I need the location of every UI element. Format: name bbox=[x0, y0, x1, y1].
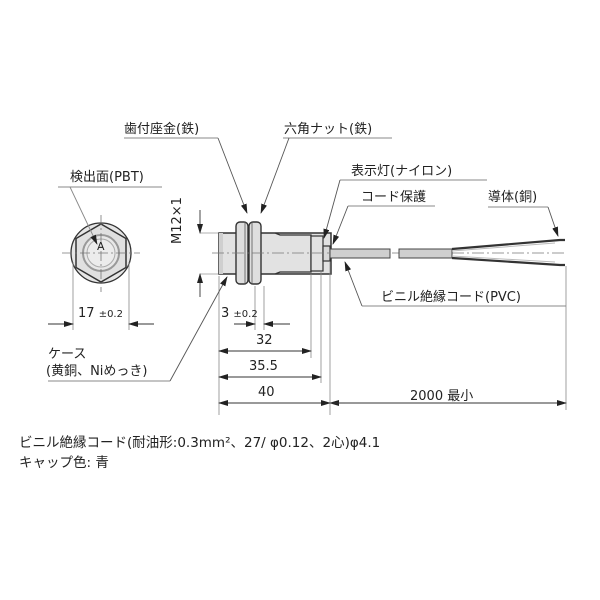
label-case: ケース bbox=[48, 347, 87, 362]
label-pvc-cord: ビニル絶縁コード(PVC) bbox=[381, 290, 521, 305]
front-view bbox=[48, 186, 162, 330]
leaders bbox=[48, 137, 566, 382]
side-view bbox=[197, 210, 567, 415]
label-hex-nut: 六角ナット(鉄) bbox=[284, 122, 373, 137]
label-marker-a: A bbox=[97, 240, 105, 253]
note-cord-spec: ビニル絶縁コード(耐油形:0.3mm²、27/ φ0.12、2心)φ4.1 bbox=[19, 435, 381, 451]
dim-nut-thickness: 3 ±0.2 bbox=[221, 306, 258, 321]
label-toothed-washer: 歯付座金(鉄) bbox=[124, 122, 200, 137]
dim-hex-width: 17 ±0.2 bbox=[78, 306, 123, 321]
dim-32: 32 bbox=[256, 333, 273, 348]
label-case-material: (黄銅、Niめっき) bbox=[46, 364, 148, 379]
label-conductor: 導体(銅) bbox=[488, 190, 538, 205]
note-cap-color: キャップ色: 青 bbox=[19, 455, 109, 471]
label-sensing-face: 検出面(PBT) bbox=[70, 170, 144, 185]
dim-40: 40 bbox=[258, 385, 275, 400]
label-indicator-lamp: 表示灯(ナイロン) bbox=[351, 164, 453, 179]
dim-cord-length: 2000 最小 bbox=[410, 389, 474, 404]
label-thread-size: M12×1 bbox=[170, 197, 185, 244]
label-cord-protector: コード保護 bbox=[361, 190, 427, 205]
dim-35-5: 35.5 bbox=[249, 359, 278, 374]
